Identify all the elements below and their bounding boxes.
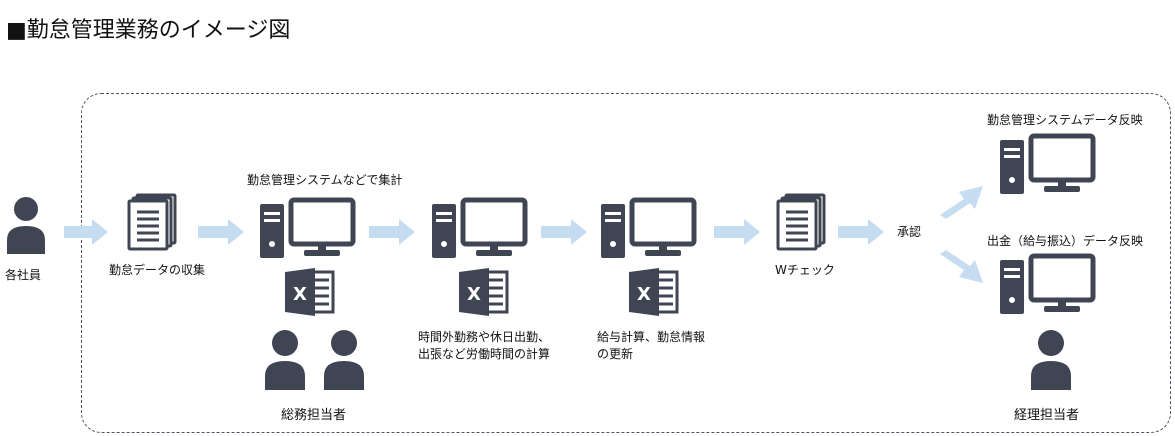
employee-person-icon [7,197,45,254]
accounting-label: 経理担当者 [1014,408,1080,423]
general-affairs-person-icon [324,330,364,390]
excel-file-icon: X [285,268,335,316]
computer-icon [260,197,356,258]
document-stack-icon [127,193,177,251]
payroll-line-2: の更新 [597,347,634,361]
flow-arrow-icon [714,219,760,245]
flow-arrow-icon [198,219,244,245]
computer-icon [432,197,528,258]
branch-arrow-down-icon [940,250,983,283]
reflect-attendance-label: 勤怠管理システムデータ反映 [987,113,1143,127]
computer-icon [601,197,697,258]
calc-hours-line-1: 時間外勤務や休日出勤、 [418,330,551,344]
payroll-label: 給与計算、勤怠情報 の更新 [597,329,705,363]
process-boundary-frame [81,93,1171,433]
excel-file-icon: X [629,268,679,316]
flow-arrow-icon [541,219,587,245]
employees-label: 各社員 [5,268,42,282]
accounting-person-icon [1031,330,1071,390]
double-check-label: Wチェック [775,263,835,277]
branch-arrow-up-icon [940,186,983,219]
system-aggregate-label: 勤怠管理システムなどで集計 [247,173,403,187]
page-title: ■勤怠管理業務のイメージ図 [6,18,291,43]
flow-arrow-icon [369,219,415,245]
calc-hours-line-2: 出張など労働時間の計算 [418,347,551,361]
general-affairs-label: 総務担当者 [281,408,347,423]
svg-text:X: X [637,284,651,305]
computer-icon [1000,253,1096,314]
calc-hours-label: 時間外勤務や休日出勤、 出張など労働時間の計算 [418,329,550,363]
flow-arrow-icon [838,219,884,245]
svg-text:X: X [293,284,307,305]
flow-arrow-icon [64,219,108,245]
computer-icon [1000,133,1096,194]
svg-text:X: X [467,284,481,305]
reflect-payout-label: 出金（給与振込）データ反映 [987,234,1144,248]
excel-file-icon: X [459,268,509,316]
document-stack-icon [776,193,826,251]
payroll-line-1: 給与計算、勤怠情報 [597,330,706,344]
approval-label: 承認 [897,225,922,239]
collect-label: 勤怠データの収集 [109,263,206,277]
general-affairs-person-icon [265,330,305,390]
